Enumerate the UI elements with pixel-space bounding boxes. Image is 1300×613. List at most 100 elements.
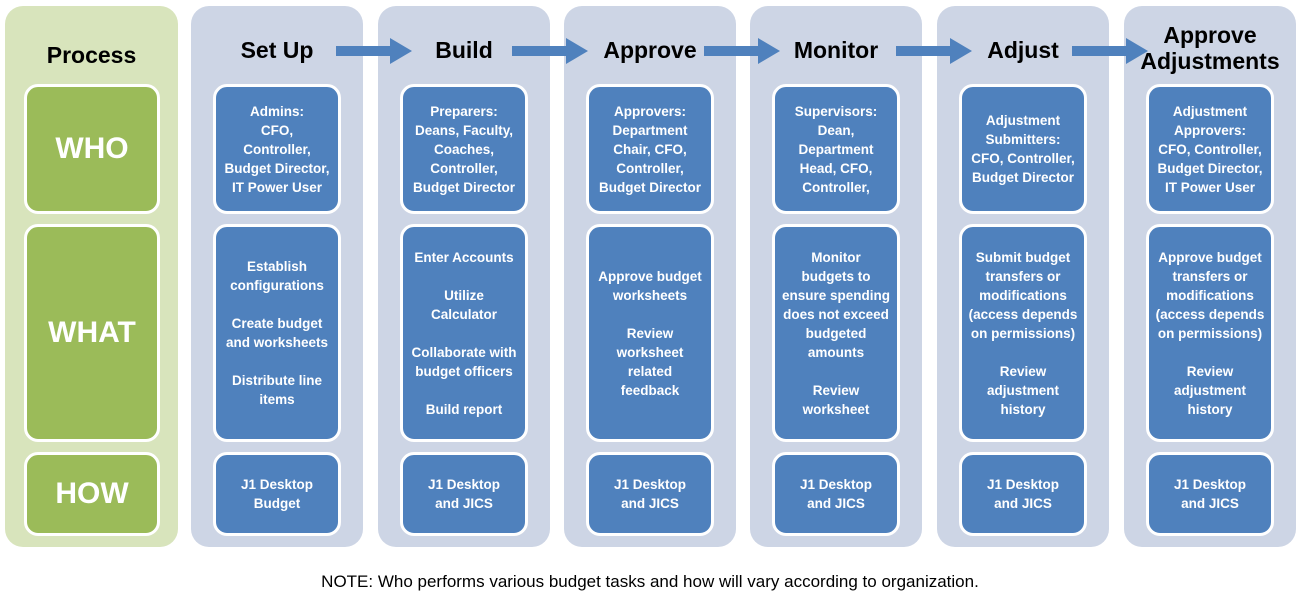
box-text-line: Review [626, 325, 674, 341]
stage-title: Set Up [191, 37, 363, 63]
box-text-line: Approve budget [598, 268, 702, 284]
box-text-line: Controller, [430, 160, 498, 176]
box-text-line: budget officers [415, 363, 513, 379]
box-text-line: Submit budget [975, 249, 1071, 265]
box-text-line: Build report [425, 401, 503, 417]
box-text-line: Review [1186, 363, 1234, 379]
box-text-line: Adjustment [1172, 103, 1248, 119]
row-label-who: WHO [24, 84, 160, 214]
box-text-line: Review [999, 363, 1047, 379]
box-text-line: and JICS [1181, 496, 1239, 511]
box-text-line: worksheet [802, 401, 870, 417]
arrow-right-icon [1072, 38, 1148, 64]
box-text-line: Supervisors: [794, 103, 878, 119]
box-text-line: J1 Desktop [613, 477, 687, 492]
box-text-line: Adjustment [985, 113, 1061, 128]
box-text-line: Submitters: [985, 132, 1061, 147]
box-text-line: J1 Desktop [240, 477, 314, 492]
box-text-line: Budget Director [971, 170, 1074, 185]
box-text-line: Budget Director [598, 179, 701, 195]
stage-what-box: Submit budget transfers or modifications (a… [959, 224, 1087, 442]
box-text-line: Department [612, 122, 688, 138]
box-text-line: Enter Accounts [414, 249, 514, 265]
box-text-line: Utilize [444, 287, 484, 303]
stage-column-set-up: Set Up Admins:CFO,Controller,Budget Dire… [191, 6, 363, 547]
box-text-line: worksheets [612, 287, 688, 303]
stage-title: Build [378, 37, 550, 63]
box-text-line: Monitor [811, 249, 861, 265]
box-text-line: worksheet [616, 344, 684, 360]
box-text-line: and JICS [807, 496, 865, 511]
box-text-line: J1 Desktop [799, 477, 873, 492]
box-text-line: CFO, Controller, [1158, 141, 1262, 157]
box-text-line: transfers or [985, 268, 1061, 284]
stage-title-line: Monitor [793, 37, 879, 63]
box-text-line: history [1187, 401, 1233, 417]
box-text-line: Distribute line [231, 373, 322, 388]
stage-title-line: Build [435, 37, 493, 63]
stage-how-box: J1 Desktop and JICS [772, 452, 900, 536]
box-text-line: budgeted [805, 325, 867, 341]
row-label-how: HOW [24, 452, 160, 536]
box-text-line: Collaborate with [411, 344, 517, 360]
box-text-line: adjustment [986, 382, 1059, 398]
box-text-line: Chair, CFO, [613, 141, 687, 157]
stage-how-box: J1 Desktop and JICS [959, 452, 1087, 536]
box-text-line: Deans, Faculty, [414, 122, 514, 138]
box-text-line: J1 Desktop [427, 477, 501, 492]
stage-how-box: J1 Desktop and JICS [586, 452, 714, 536]
stage-how-box: J1 Desktop and JICS [400, 452, 528, 536]
box-text-line: (access depends [1155, 306, 1265, 322]
box-text-line: Budget Director [412, 179, 515, 195]
box-text-line: modifications [979, 287, 1067, 303]
box-text-line: Budget Director, [224, 160, 330, 176]
box-text-line: Establish [246, 259, 308, 274]
box-text-line: modifications [1166, 287, 1254, 303]
box-text-line: and JICS [621, 496, 679, 511]
box-text-line: Create budget [231, 316, 323, 331]
stage-title-line: Approve [1163, 22, 1257, 48]
box-text-line: (access depends [968, 306, 1078, 322]
box-text-line: CFO, Controller, [971, 151, 1075, 166]
box-text-line: Coaches, [433, 141, 495, 157]
box-text-line: feedback [620, 382, 680, 398]
box-text-line: J1 Desktop [986, 477, 1060, 492]
box-text-line: does not exceed [783, 306, 889, 322]
arrow-right-icon [512, 38, 588, 64]
box-text-line: Budget Director, [1157, 160, 1263, 176]
stage-what-box: Monitor budgets to ensure spending does not… [772, 224, 900, 442]
arrow-right-icon [896, 38, 972, 64]
process-column: Process WHO WHAT HOW [5, 6, 178, 547]
box-text-line: IT Power User [231, 179, 323, 195]
row-label-what: WHAT [24, 224, 160, 442]
stage-title-line: Set Up [240, 37, 314, 63]
box-text-line: Approve budget [1158, 249, 1262, 265]
box-text-line: ensure spending [781, 287, 891, 303]
box-text-line: budgets to [801, 268, 871, 284]
box-text-line: Dean, [817, 122, 855, 138]
stage-title-line: Adjustments [1140, 48, 1280, 74]
box-text-line: Preparers: [430, 103, 498, 119]
box-text-line: and JICS [994, 496, 1052, 511]
box-text-line: Approvers: [613, 103, 686, 119]
stage-column-build: Build Preparers: Deans, Faculty, Coaches, C… [378, 6, 550, 547]
process-title: Process [46, 42, 137, 68]
box-text-line: Approvers: [1173, 122, 1246, 138]
arrow-right-icon [336, 38, 412, 64]
box-text-line: transfers or [1172, 268, 1248, 284]
box-text-line: adjustment [1173, 382, 1246, 398]
box-text-line: Head, CFO, [799, 160, 873, 176]
box-text-line: on permissions) [1157, 325, 1263, 341]
box-text-line: J1 Desktop [1173, 477, 1247, 492]
arrow-right-icon [704, 38, 780, 64]
box-text-line: and JICS [435, 496, 493, 511]
box-text-line: Budget [253, 496, 301, 511]
